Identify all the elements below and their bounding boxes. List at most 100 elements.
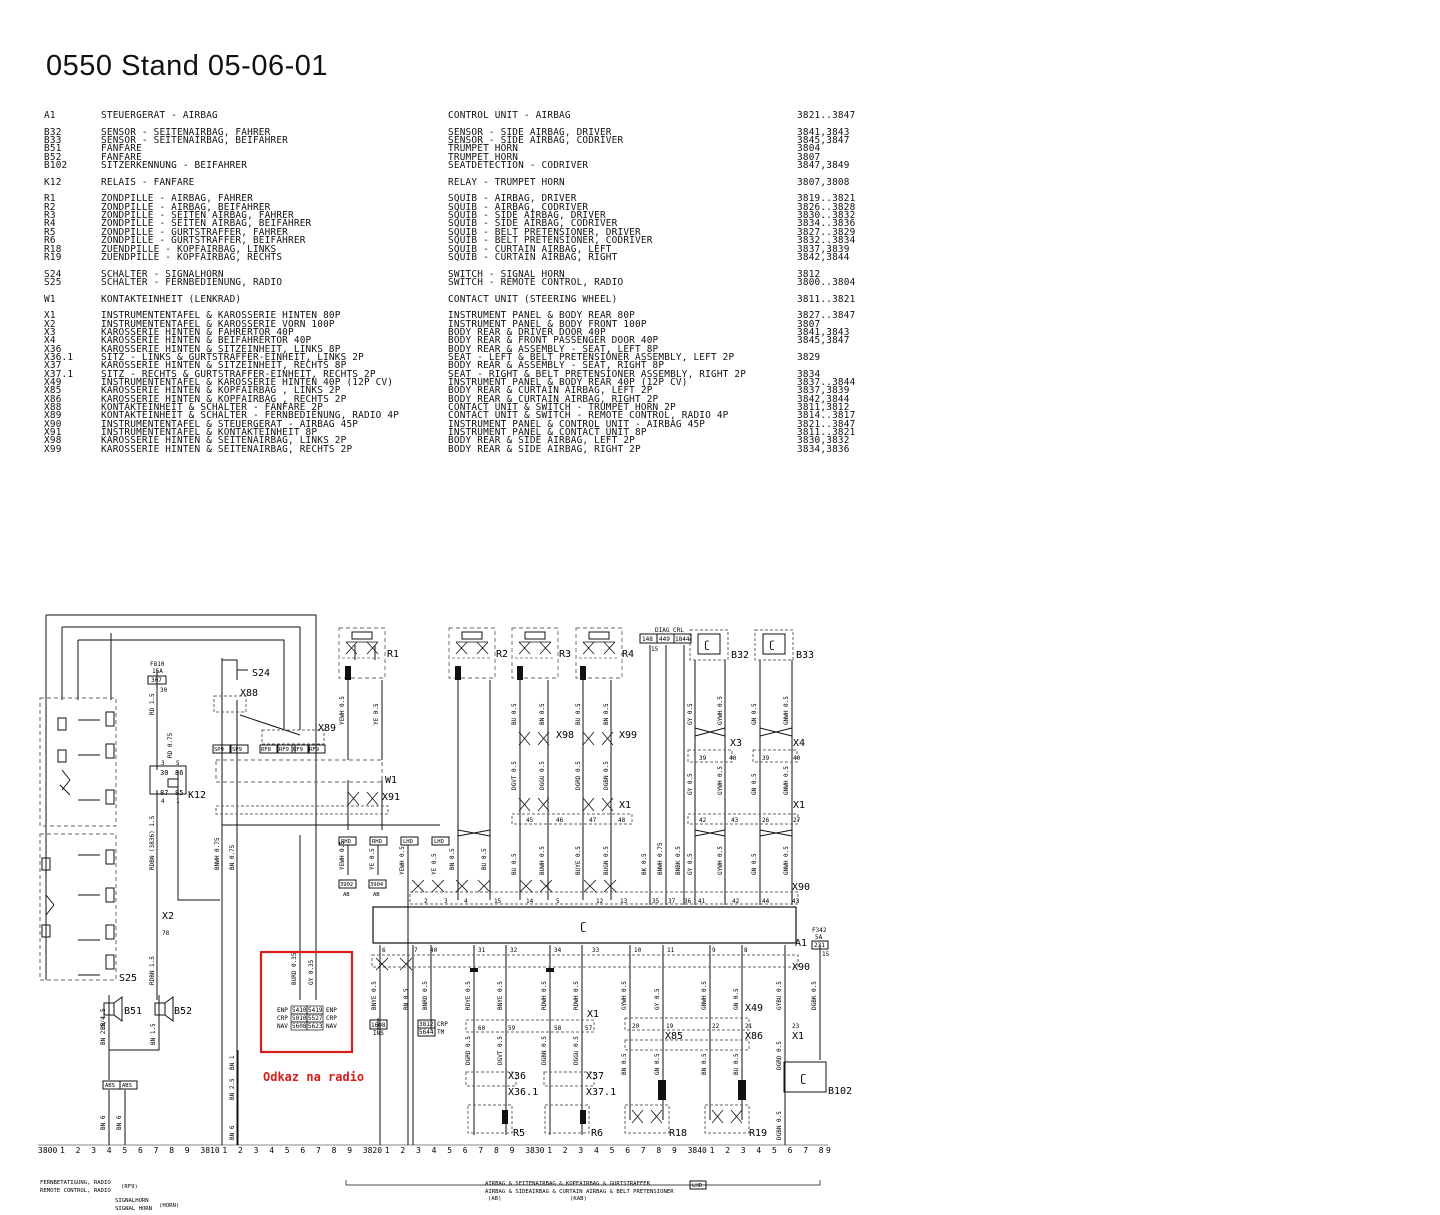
svg-text:BK 0.5: BK 0.5 [641,853,648,875]
scale-label: 7 [154,1146,159,1155]
legend-english: SQUIB - SIDE AIRBAG, DRIVER [448,210,606,222]
legend-german: SITZERKENNUNG - BEIFAHRER [101,160,248,172]
pin-x85-19: 19 [666,1023,674,1030]
legend-english: SENSOR - SIDE AIRBAG, CODRIVER [448,135,624,147]
legend-english: CONTACT UNIT & SWITCH - TRUMPET HORN 2P [448,402,676,414]
svg-text:GN 0.5: GN 0.5 [733,988,740,1010]
legend-reference: 3827..3847 [797,310,856,322]
scale-label: 3 [578,1146,583,1155]
legend-code: X3 [44,326,56,338]
svg-text:RF9: RF9 [279,747,289,753]
svg-text:BU 0.5: BU 0.5 [481,848,488,870]
scale-label: 6 [788,1146,793,1155]
svg-text:1844: 1844 [675,636,690,643]
radio-ref-b: 5527 [308,1015,323,1022]
svg-text:ʗ: ʗ [769,640,775,651]
svg-text:SP9: SP9 [232,747,242,753]
label-s25: S25 [119,973,137,984]
a1-bottom-pin: 31 [478,947,486,954]
label-r19: R19 [749,1128,767,1139]
svg-text:BN 0.5: BN 0.5 [701,1053,708,1075]
legend-english: CONTACT UNIT (STEERING WHEEL) [448,293,618,305]
svg-text:DGVT 0.5: DGVT 0.5 [497,1036,504,1065]
scale-label: 8 [656,1146,661,1155]
tag-5644: 5644 [419,1029,434,1036]
scale-label: 4 [756,1146,761,1155]
legend-code: R2 [44,201,56,213]
scale-label: 5 [447,1146,452,1155]
scale-label: 5 [772,1146,777,1155]
scale-label: 1 [60,1146,65,1155]
svg-text:BUYE 0.5: BUYE 0.5 [575,846,582,875]
svg-text:DGVT 0.5: DGVT 0.5 [511,761,518,790]
legend-german: SITZ - LINKS & GURTSTRAFFER-EINHEIT, LIN… [101,351,364,363]
sensor-b33 [754,629,794,661]
legend-english: BODY REAR & SIDE AIRBAG, LEFT 2P [448,435,636,447]
svg-text:RDBN 1.5: RDBN 1.5 [149,956,156,985]
legend-german: SCHALTER - FERNBEDIENUNG, RADIO [101,276,283,288]
s25-lower-box [39,833,117,981]
tag-ins: INS [373,1030,384,1037]
legend-english: BODY REAR & CURTAIN AIRBAG, RIGHT 2P [448,393,659,405]
scale-label: 2 [238,1146,243,1155]
svg-text:DGGU 0.5: DGGU 0.5 [573,1036,580,1065]
legend-english: SQUIB - BELT PRETENSIONER, CODRIVER [448,235,653,247]
footer-ab: (AB) [488,1196,501,1202]
k12-pin-1: 1 [176,798,180,805]
tag-3904: 3904 [370,882,384,888]
scale-label: 9 [672,1146,677,1155]
sensor-b102 [783,1061,827,1093]
control-unit-a1 [372,906,797,944]
scale-label: 1 [222,1146,227,1155]
legend-english: SQUIB - BELT PRETENSIONER, DRIVER [448,226,641,238]
legend-code: B32 [44,126,62,138]
legend-code: R19 [44,251,62,263]
legend-reference: 3812 [797,268,821,280]
legend-reference: 3834..3836 [797,218,856,230]
fuse-f810-pin: 30 [160,687,168,694]
legend-german: STEUERGERAT - AIRBAG [101,110,218,121]
legend-code: B52 [44,151,62,163]
tag-abs-2: ABS [122,1083,132,1089]
scale-label: 2 [400,1146,405,1155]
legend-code: X89 [44,410,62,422]
a1-top-pin: 5 [556,898,560,905]
svg-text:BU 0.5: BU 0.5 [511,853,518,875]
legend-code: X85 [44,385,62,397]
legend-german: ZONDPILLE - GURTSTRAFFER, BEIFAHRER [101,235,306,247]
fuse-f342-rating: 5A [815,934,823,941]
k12-pin-30: 30 [160,769,168,777]
tag-lhd-2: LHD [434,839,444,845]
legend-code: B51 [44,143,62,155]
scale-label: 8 [169,1146,174,1155]
tag-1608: 1608 [371,1022,386,1029]
legend-reference: 3845,3847 [797,335,850,347]
svg-text:DGBK 0.5: DGBK 0.5 [811,981,818,1010]
k12-pin-4: 4 [161,798,165,805]
scale-label: 2 [725,1146,730,1155]
legend-english: TRUMPET HORN [448,151,519,163]
fuse-f810-box-label: 307 [151,677,162,684]
svg-text:DGBN 0.5: DGBN 0.5 [603,761,610,790]
legend-english: BODY REAR & CURTAIN AIRBAG, LEFT 2P [448,385,653,397]
legend-reference: 3829 [797,351,821,363]
legend-code: R1 [44,193,56,205]
x2-pin: 78 [162,930,170,937]
pin-x36-58: 58 [554,1025,562,1032]
scale-label: 7 [803,1146,808,1155]
svg-text:BN 6: BN 6 [100,1115,107,1130]
legend-english: INSTRUMENT PANEL & BODY REAR 40P (12P CV… [448,377,688,388]
svg-text:GNWH 0.5: GNWH 0.5 [783,696,790,725]
